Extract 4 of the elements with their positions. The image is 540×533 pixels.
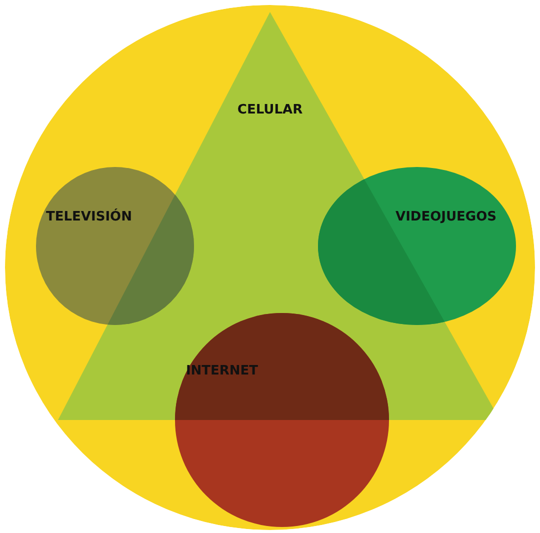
region-label: TELEVISIÓN <box>46 210 132 224</box>
region-label: VIDEOJUEGOS <box>396 210 496 224</box>
region-label: CELULAR <box>237 102 303 118</box>
region-label: INTERNET <box>186 364 258 378</box>
